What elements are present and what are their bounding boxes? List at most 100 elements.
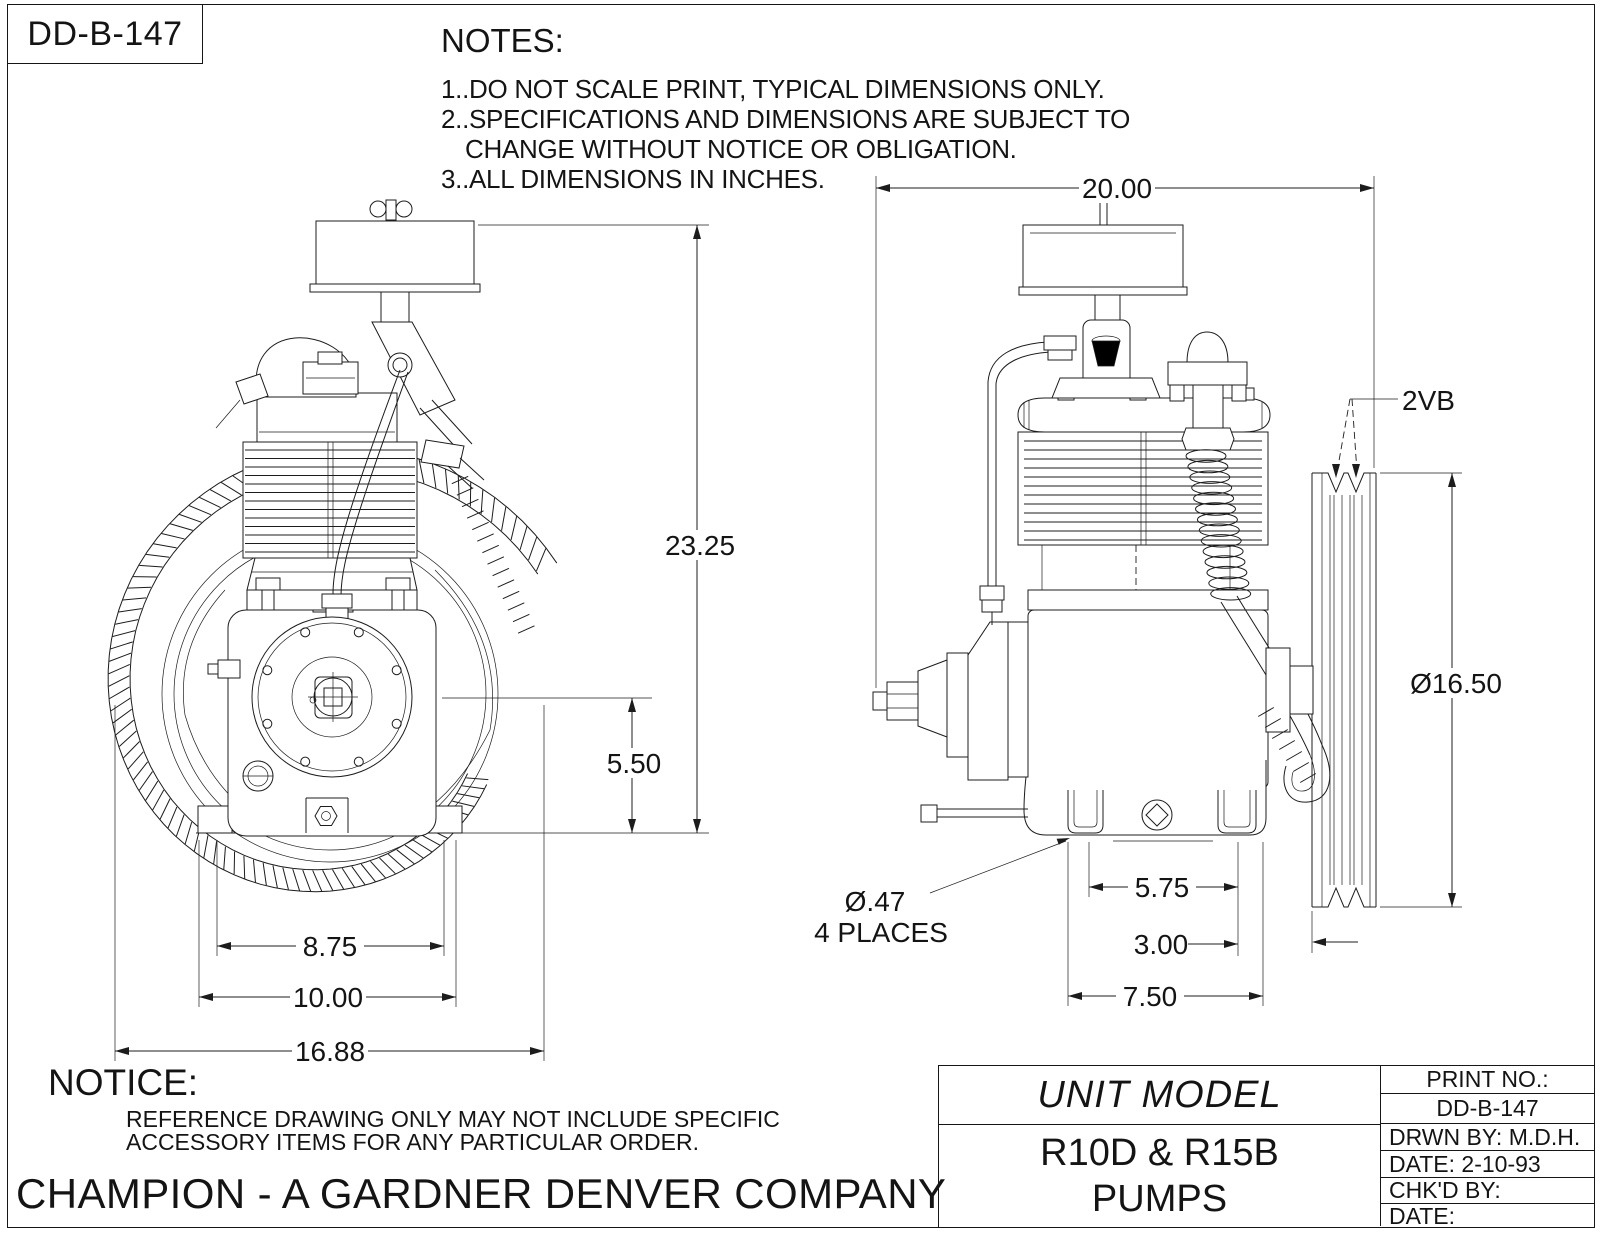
cylinder-fins [245,449,415,553]
print-no-value: DD-B-147 [1436,1095,1539,1121]
dim-overall-width-side: 20.00 [1082,173,1152,204]
oil-fill-fitting [217,659,241,679]
air-filter [315,220,475,285]
elbow-port [387,352,413,378]
company-name: CHAMPION - A GARDNER DENVER COMPANY [16,1170,947,1217]
unloader-flange [1167,361,1248,386]
flywheel-pulley [1311,472,1377,908]
drawn-date-cell: DATE: 2-10-93 [1381,1151,1594,1178]
dim-hole-places: 4 PLACES [814,917,948,948]
filler-cap [317,351,343,365]
print-no-label: PRINT NO.: [1426,1066,1549,1092]
dim-span-inner: 8.75 [303,931,358,962]
notice-line: ACCESSORY ITEMS FOR ANY PARTICULAR ORDER… [126,1129,700,1155]
hose-nut [1181,427,1235,451]
front-view [107,199,558,893]
print-no-label-cell: PRINT NO.: [1381,1066,1594,1094]
bearing-plate [1007,621,1029,778]
print-number: DD-B-147 [27,14,183,53]
unloader-dome [1186,331,1229,364]
front-dimensions: 23.25 5.50 8.75 10.00 16.88 [114,224,740,1067]
notes-block: NOTES: 1..DO NOT SCALE PRINT, TYPICAL DI… [441,22,1130,194]
unloader-tube [995,351,1051,586]
model-line1: R10D & R15B [1040,1131,1279,1174]
dim-hole-dia: Ø.47 [845,886,906,917]
dim-flywheel-dia: Ø16.50 [1410,668,1502,699]
tube-fitting [321,593,353,609]
dim-span-mid: 10.00 [293,982,363,1013]
tube-nut [1043,335,1077,351]
air-filter-flange [309,283,481,293]
intercooler-tube [340,371,409,597]
hose-end [1283,744,1331,803]
carrier-cone [917,659,948,738]
checked-date-cell: DATE: [1381,1203,1594,1229]
drawn-date: DATE: 2-10-93 [1389,1150,1541,1177]
title-block: UNIT MODEL R10D & R15B PUMPS PRINT NO.: … [938,1065,1595,1229]
dim-foot-hole-span: 5.75 [1135,872,1190,903]
unloader-tube [987,341,1049,586]
wing-nut-loop [395,200,413,218]
wing-nut-post [385,199,397,221]
note-line: CHANGE WITHOUT NOTICE OR OBLIGATION. [465,134,1017,164]
center-hole [1141,799,1173,831]
left-foot [197,805,233,834]
tower-flange [1051,377,1161,399]
drawn-by-cell: DRWN BY: M.D.H. [1381,1124,1594,1151]
unit-model-cell: UNIT MODEL [939,1066,1381,1125]
notice-heading: NOTICE: [48,1062,199,1103]
dim-belt-groove: 2VB [1402,385,1455,416]
foot-slot-right [1217,790,1257,834]
air-filter-stem [380,291,410,323]
flywheel-spoke [182,589,226,716]
intercooler-tube [332,369,401,595]
wing-nut-loop [369,200,387,218]
filter-stem-side [1094,294,1121,321]
pulley-hub [1289,665,1314,715]
side-dimensions: 20.00 Ø16.50 2VB Ø.47 4 PLACES 5. [814,173,1507,1012]
unloader-body [1192,384,1224,429]
cover-bolts [262,627,402,767]
braided-hose-side [1257,707,1317,783]
notes-heading: NOTES: [441,22,564,59]
bearing-carrier [967,621,1009,781]
flex-hose-corrugations [1185,449,1252,601]
stud-right [391,589,405,611]
side-view [872,199,1377,908]
air-filter-side [1022,224,1184,288]
sheet-border [7,4,1595,1228]
notice-line: REFERENCE DRAWING ONLY MAY NOT INCLUDE S… [126,1106,780,1132]
filter-flange-side [1018,286,1188,296]
note-line: 2..SPECIFICATIONS AND DIMENSIONS ARE SUB… [441,104,1131,134]
model-cell: R10D & R15B PUMPS [939,1125,1381,1226]
note-line: 3..ALL DIMENSIONS IN INCHES. [441,164,825,194]
checked-date: DATE: [1389,1203,1456,1229]
dim-overall-width-front: 16.88 [295,1036,365,1067]
square-drive [1145,803,1169,827]
cylinder-fins-block [242,441,418,559]
print-no-value-cell: DD-B-147 [1381,1094,1594,1124]
stud-nut-left [255,577,281,591]
dim-overall-height: 23.25 [665,530,735,561]
oil-fill-plug [207,663,219,675]
foot-bolt [314,806,338,826]
discharge-fitting [420,439,465,469]
model-line2: PUMPS [1091,1177,1228,1220]
checked-by-cell: CHK'D BY: [1381,1177,1594,1204]
cylinder-head [256,392,398,443]
deck-right-cap [1242,397,1271,433]
dim-pulley-offset: 3.00 [1134,929,1189,960]
braided-hose-front [451,475,535,634]
dim-foot-span: 7.50 [1123,981,1178,1012]
note-line: 1..DO NOT SCALE PRINT, TYPICAL DIMENSION… [441,74,1105,104]
dim-crank-height: 5.50 [607,748,662,779]
flywheel-spoke [434,569,493,731]
foot-slot-left [1067,790,1104,834]
print-number-box: DD-B-147 [7,4,203,64]
cylinder-fins-side [1017,431,1269,546]
checked-by: CHK'D BY: [1389,1177,1501,1203]
shaft-hex [886,681,919,721]
notice-body: REFERENCE DRAWING ONLY MAY NOT INCLUDE S… [126,1108,780,1154]
stud-nut-right [385,577,411,591]
